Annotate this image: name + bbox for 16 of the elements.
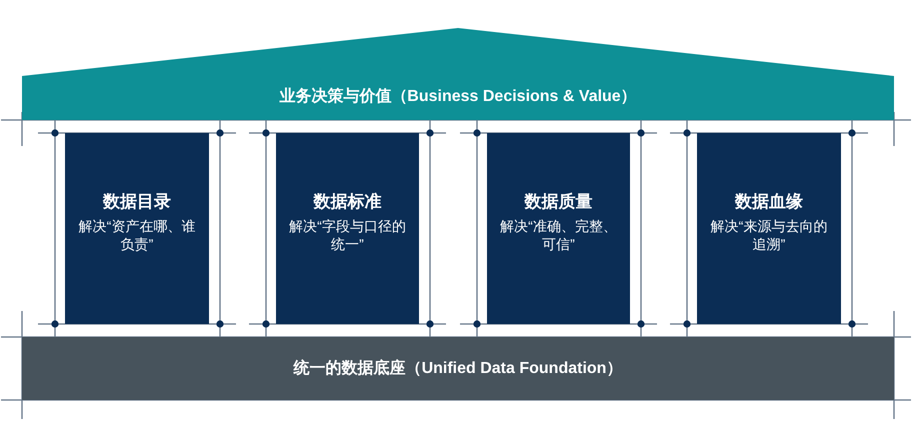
pillar-heading: 数据目录 <box>103 191 171 213</box>
pillar-description: 解决“来源与去向的追溯” <box>710 217 828 253</box>
pillar-heading: 数据血缘 <box>735 191 803 213</box>
roof-banner <box>22 28 894 120</box>
pillar-description: 解决“准确、完整、可信” <box>499 217 618 253</box>
pillar-panel <box>697 133 841 324</box>
pillar-description: 解决“资产在哪、谁负责” <box>78 217 196 253</box>
pillar-panel <box>65 133 209 324</box>
pillar-panel <box>276 133 419 324</box>
foundation-title: 统一的数据底座（Unified Data Foundation） <box>294 358 622 379</box>
pillar-heading: 数据质量 <box>524 191 592 213</box>
pillar-description: 解决“字段与口径的统一” <box>288 217 407 253</box>
pillar-heading: 数据标准 <box>314 191 382 213</box>
pillar-panel <box>487 133 630 324</box>
banner-title: 业务决策与价值（Business Decisions & Value） <box>279 86 637 106</box>
foundation-bar <box>22 337 894 400</box>
